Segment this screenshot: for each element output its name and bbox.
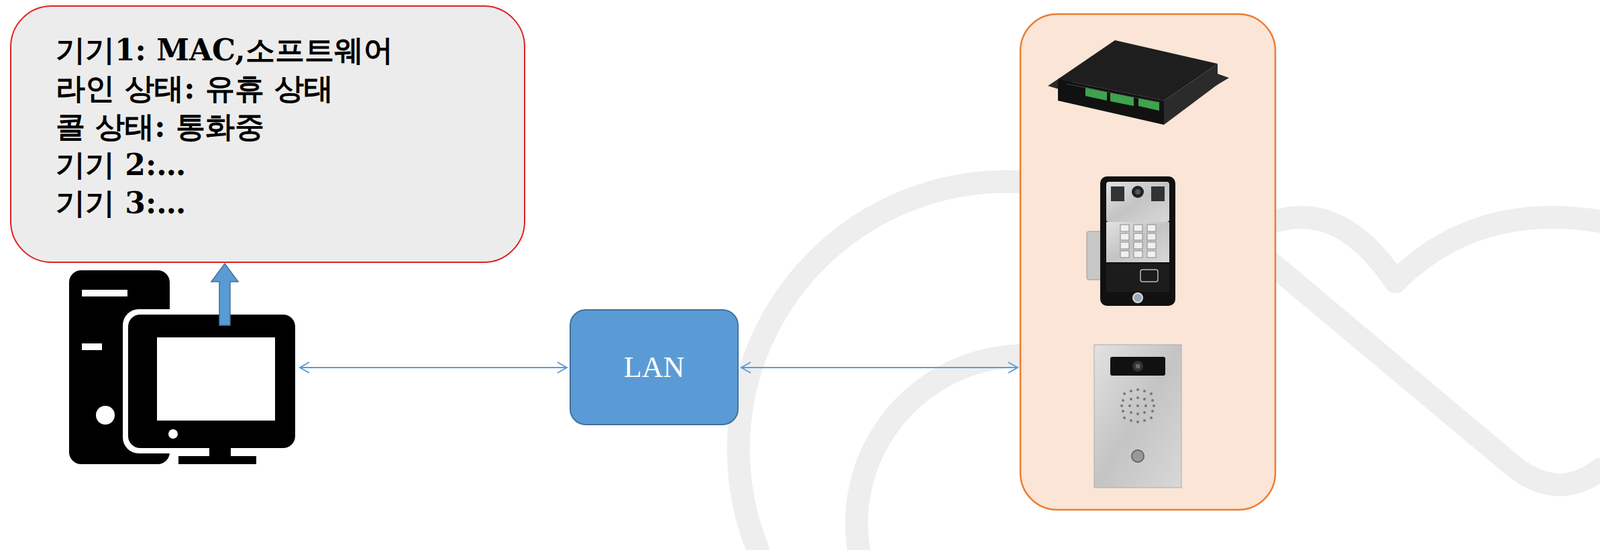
device-panel (1020, 14, 1276, 510)
door-panel-device (1094, 344, 1182, 488)
node-text: 콜 상태: 통화중 (55, 107, 498, 146)
node-text: 기기 2:… (55, 145, 498, 184)
network-wire (299, 366, 567, 369)
lan-box: LAN (569, 309, 739, 426)
status-callout: 기기1: MAC,소프트웨어라인 상태: 유휴 상태콜 상태: 통화중기기 2:… (10, 5, 526, 263)
node-text: LAN (623, 350, 685, 385)
computer-icon (69, 270, 301, 465)
keypad-intercom (1086, 176, 1176, 306)
node-text: 기기 3:… (55, 183, 498, 223)
amplifier-device (1047, 40, 1230, 125)
status-arrow (211, 263, 239, 326)
network-wire (741, 366, 1018, 369)
node-text: 라인 상태: 유휴 상태 (55, 69, 498, 108)
node-text: 기기1: MAC,소프트웨어 (55, 30, 498, 70)
